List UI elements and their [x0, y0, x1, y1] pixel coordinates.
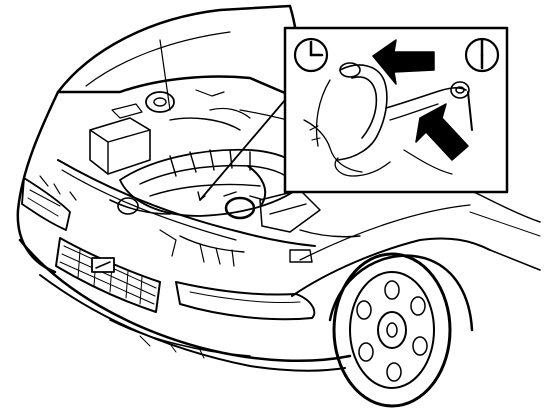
door-line: [469, 211, 541, 237]
hood-inner-edge: [85, 31, 231, 87]
reservoir-cap: [145, 91, 175, 113]
clock-9-icon: [293, 37, 329, 73]
detail-inset: [283, 26, 509, 194]
front-bumper: [18, 238, 352, 363]
arrow-up-left-icon: [415, 103, 469, 161]
left-headlamp-detail: [27, 189, 61, 217]
left-fender: [16, 90, 60, 274]
side-body-line: [469, 189, 541, 223]
right-fender: [291, 237, 491, 297]
bumper-intake: [109, 319, 251, 357]
bumper-lower: [39, 274, 346, 372]
battery-box: [89, 117, 151, 175]
component-ring: [224, 196, 256, 220]
front-wheel: [332, 252, 452, 408]
left-headlamp: [21, 177, 71, 231]
arrow-left-icon: [372, 39, 435, 85]
wheel-hub: [377, 311, 407, 349]
rocker-line: [489, 249, 541, 271]
callout-pointer: [199, 99, 286, 201]
bumper-detail: [139, 335, 205, 359]
car-body: [16, 4, 541, 372]
clock-12-icon: [464, 37, 500, 73]
right-headlamp-detail: [189, 291, 301, 304]
open-hood: [56, 4, 299, 98]
front-grille: [55, 237, 161, 313]
fender-crease: [299, 204, 471, 261]
hood-strut: [159, 39, 171, 111]
right-headlamp: [175, 281, 316, 321]
inset-hoses: [303, 62, 473, 177]
